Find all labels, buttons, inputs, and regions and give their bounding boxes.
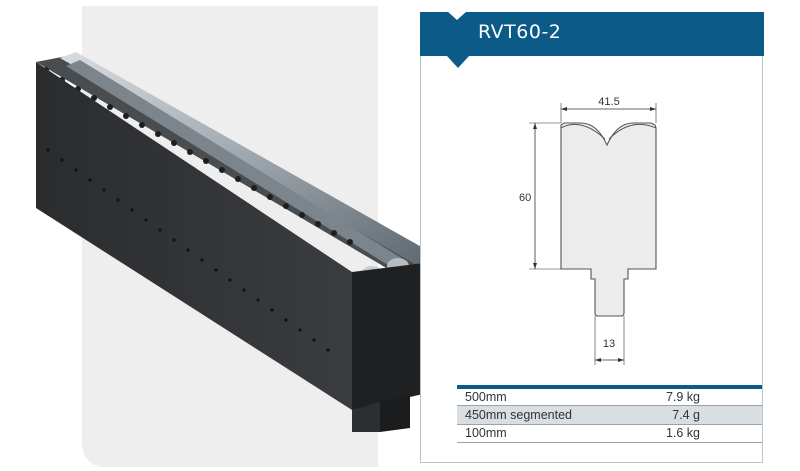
product-title: RVT60-2	[478, 21, 562, 43]
length-cell: 100mm	[457, 424, 618, 443]
table-row: 500mm 7.9 kg	[457, 387, 762, 406]
die-profile	[560, 122, 657, 317]
card-header: RVT60-2	[420, 11, 764, 56]
height-dim-label: 60	[519, 192, 531, 204]
header-notch	[447, 11, 467, 20]
length-cell: 500mm	[457, 387, 618, 406]
weight-cell: 7.4 g	[617, 405, 762, 425]
weight-cell: 1.6 kg	[617, 424, 762, 443]
profile-drawing: 41.5 60 13	[519, 96, 657, 365]
tang-dim-label: 13	[603, 338, 615, 350]
spec-card: RVT60-2 41.5 60 13 500mm 7.9 kg 4	[420, 11, 764, 463]
length-cell: 450mm segmented	[457, 405, 618, 425]
roller-row	[43, 67, 353, 245]
width-dim-label: 41.5	[598, 96, 619, 108]
spec-table: 500mm 7.9 kg 450mm segmented 7.4 g 100mm…	[457, 385, 762, 443]
product-photo	[36, 52, 434, 432]
table-row: 100mm 1.6 kg	[457, 424, 762, 443]
table-row: 450mm segmented 7.4 g	[457, 405, 762, 425]
mounting-holes	[46, 148, 330, 352]
weight-cell: 7.9 kg	[617, 387, 762, 406]
header-pointer	[447, 56, 469, 68]
